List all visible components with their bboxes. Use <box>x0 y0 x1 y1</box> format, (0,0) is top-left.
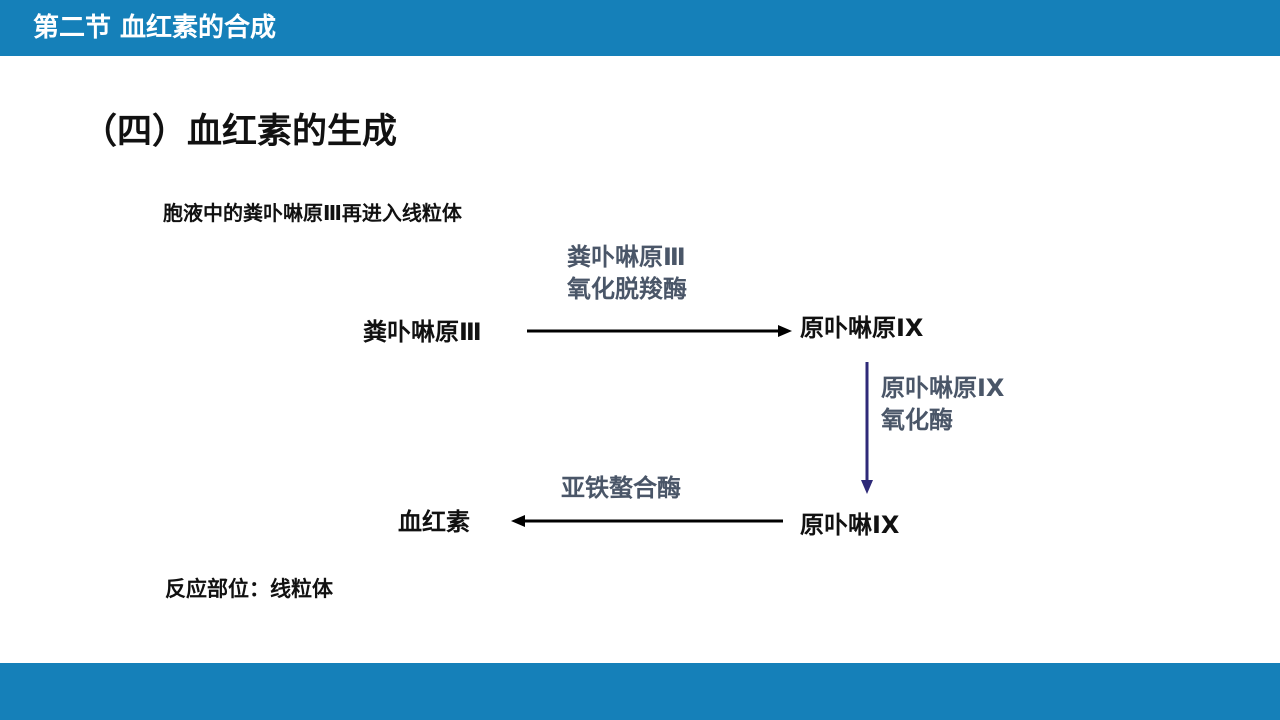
enzyme-decarboxylase-line2: 氧化脱羧酶 <box>567 275 687 303</box>
enzyme-decarboxylase-line1: 粪卟啉原Ⅲ <box>567 243 686 271</box>
reaction-site: 反应部位：线粒体 <box>165 577 333 601</box>
enzyme-oxidase-line2: 氧化酶 <box>881 406 953 434</box>
header-title: 第二节 血红素的合成 <box>33 13 277 43</box>
header-bar: 第二节 血红素的合成 <box>0 0 1280 56</box>
arrow-iron-insertion <box>511 515 783 527</box>
node-protoporphyrinogen: 原卟啉原IX <box>800 314 924 342</box>
node-heme: 血红素 <box>398 508 470 536</box>
intro-text: 胞液中的粪卟啉原Ⅲ再进入线粒体 <box>163 201 462 225</box>
footer-bar <box>0 663 1280 720</box>
arrow-decarboxylation <box>527 325 792 337</box>
node-coproporphyrinogen: 粪卟啉原Ⅲ <box>363 318 482 346</box>
enzyme-ferrochelatase: 亚铁螯合酶 <box>561 474 681 502</box>
section-title: （四）血红素的生成 <box>82 112 398 152</box>
enzyme-oxidase-line1: 原卟啉原IX <box>881 374 1005 402</box>
arrow-oxidation <box>861 362 873 494</box>
node-protoporphyrin: 原卟啉IX <box>800 511 900 539</box>
